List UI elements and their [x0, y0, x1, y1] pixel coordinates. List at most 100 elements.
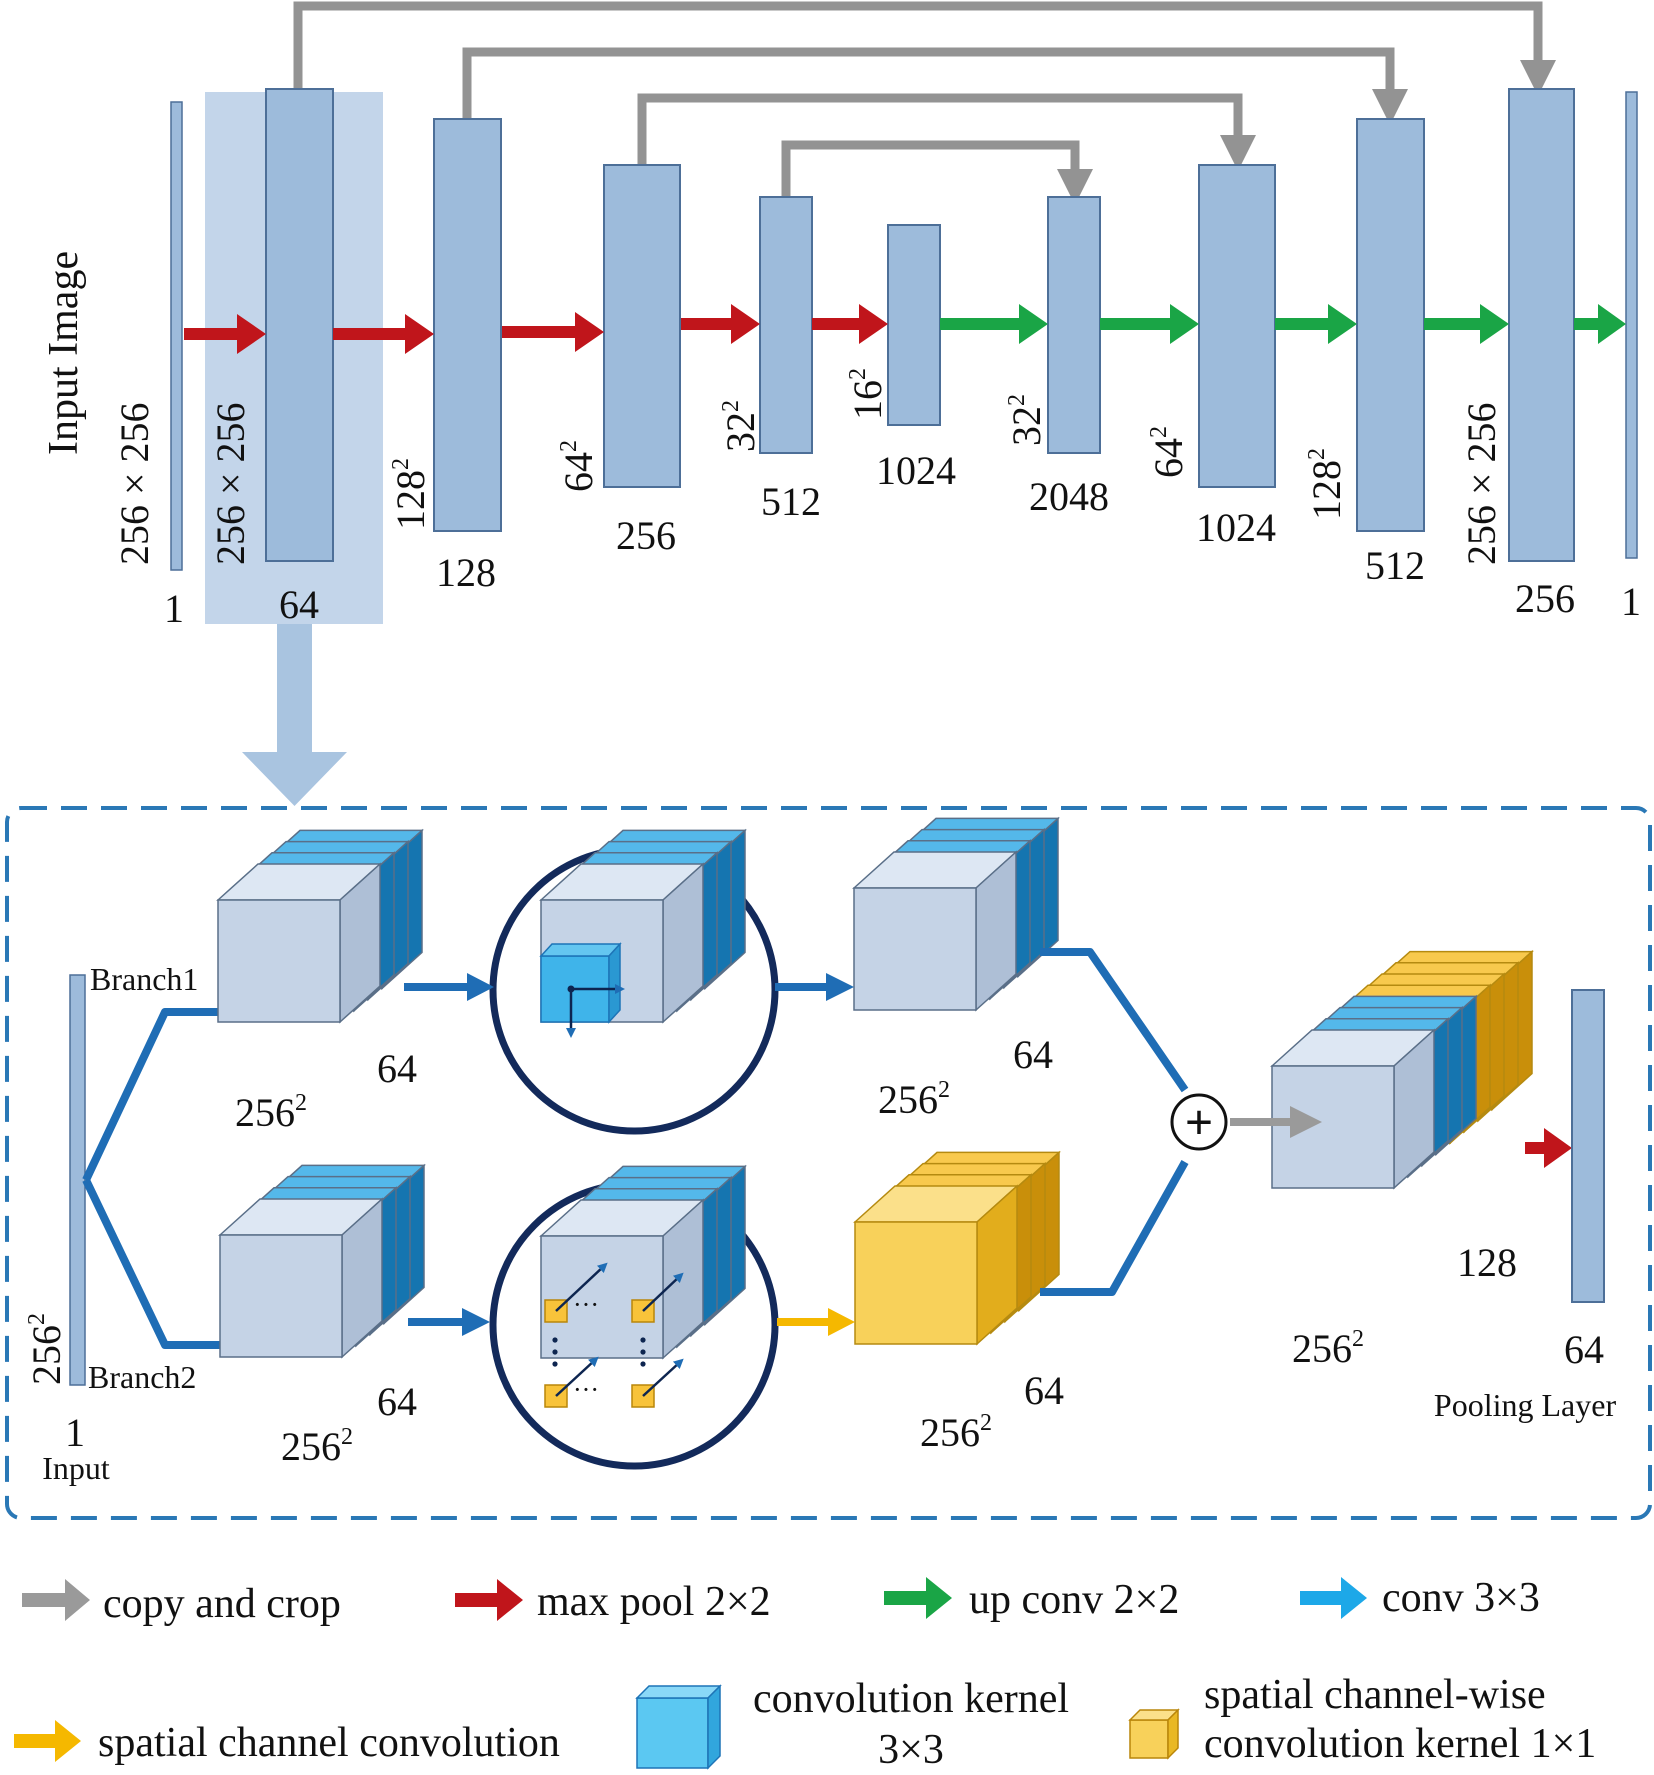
legend-item-spatial-kernel: spatial channel-wise convolution kernel … [1128, 1672, 1596, 1767]
channel-label-enc4: 512 [761, 479, 821, 524]
legend-text-max-pool: max pool 2×2 [537, 1579, 771, 1625]
branch2-feature-stack-1 [218, 1163, 426, 1359]
feature-bar-dec2 [1356, 118, 1425, 532]
block-size-b2-2: 2562 [920, 1410, 992, 1455]
spatial-kernel-ray-bl [555, 1356, 599, 1397]
maxpool-arrow-2 [333, 314, 434, 354]
channel-label-input: 1 [164, 586, 184, 631]
skip-connections [293, 1, 1556, 205]
size-label-enc4: 322 [718, 400, 763, 452]
block-size-b2-1: 2562 [281, 1424, 353, 1469]
upconv-arrows [940, 304, 1626, 344]
green-arrow-icon [884, 1577, 952, 1619]
maxpool-arrow-5 [812, 304, 888, 344]
block-channels-out: 128 [1457, 1240, 1517, 1285]
channel-label-bottleneck: 1024 [876, 448, 956, 493]
upconv-arrow-3 [1275, 304, 1357, 344]
legend-text-conv-kernel-size: 3×3 [878, 1727, 944, 1773]
spatial-kernel-ray-tr [642, 1272, 684, 1312]
detail-input-label: Input [42, 1450, 110, 1486]
channel-label-dec1: 256 [1515, 576, 1575, 621]
branch2-yellow-feature-stack [853, 1150, 1061, 1346]
legend-text-up-conv: up conv 2×2 [969, 1577, 1179, 1623]
block-size-b1-2: 2562 [878, 1077, 950, 1122]
block-channels-b1-2: 64 [1013, 1032, 1053, 1077]
size-label-input: 256 × 256 [112, 402, 157, 565]
kernel-cube-top [539, 943, 622, 957]
pooling-bar [1571, 989, 1605, 1303]
maxpool-arrow-4 [681, 304, 760, 344]
spatial-dot-right-1 [640, 1337, 646, 1343]
yellow-arrow-icon [14, 1720, 81, 1762]
detail-arrows [404, 948, 1572, 1336]
stack-layer-front [854, 1221, 978, 1345]
block-channels-b2-2: 64 [1024, 1368, 1064, 1413]
feature-bar-enc1 [265, 88, 334, 562]
channel-label-enc2: 128 [436, 550, 496, 595]
detail-input-size: 2562 [24, 1313, 69, 1385]
spatial-dot-right-2 [640, 1349, 646, 1355]
feature-bar-enc3 [603, 164, 681, 488]
legend-item-max-pool: max pool 2×2 [455, 1579, 771, 1625]
feature-bar-enc2 [433, 118, 502, 532]
yellow-cube-icon-front [1129, 1719, 1169, 1759]
skip-connection-3 [637, 93, 1256, 171]
stack-layer-front [219, 1234, 343, 1358]
maxpool-arrow-3 [502, 312, 604, 352]
feature-bar-input [170, 101, 183, 571]
copy-arrow-to-concat [1230, 1106, 1322, 1138]
stack-layer-front [853, 887, 977, 1011]
channel-label-enc1: 64 [279, 582, 319, 627]
branch1-merge-line [1040, 948, 1189, 1093]
maxpool-arrow-1 [184, 314, 266, 354]
size-label-dec4: 322 [1004, 394, 1049, 446]
branch2-merge-line [1040, 1160, 1189, 1296]
spatial-dot-left-1 [552, 1337, 558, 1343]
detail-input-bar [69, 974, 86, 1386]
gray-arrow-icon [22, 1579, 90, 1621]
skip-connection-2 [462, 47, 1408, 125]
size-label-enc3: 642 [556, 440, 601, 492]
legend-text-spatial-kernel-size: convolution kernel 1×1 [1204, 1721, 1596, 1767]
block-size-b1-1: 2562 [235, 1090, 307, 1135]
legend: copy and crop max pool 2×2 up conv 2×2 c… [14, 1575, 1596, 1773]
spatial-kernel-ray-br [642, 1358, 684, 1397]
legend-item-conv-kernel: convolution kernel 3×3 [635, 1676, 1069, 1773]
block-size-out: 2562 [1292, 1326, 1364, 1371]
branch1-label: Branch1 [90, 961, 198, 997]
feature-bar-dec3 [1198, 164, 1276, 488]
block-channels-b1-1: 64 [377, 1046, 417, 1091]
detail-input-channels: 1 [65, 1410, 85, 1455]
upconv-arrow-4 [1424, 304, 1509, 344]
spatial-dot-left-2 [552, 1349, 558, 1355]
size-label-enc1: 256 × 256 [208, 402, 253, 565]
detail-dashed-border [5, 806, 1652, 1520]
channel-label-output: 1 [1621, 579, 1641, 624]
feature-bar-enc4 [759, 196, 813, 454]
zoom-arrow [242, 624, 347, 806]
branch1-feature-stack-2 [852, 816, 1060, 1012]
input-image-label: Input Image [41, 251, 87, 455]
unet-overview: Input Image 256 × 256 256 × 256 256 × 25… [41, 1, 1641, 806]
upconv-arrow-1 [940, 304, 1048, 344]
channel-label-dec3: 1024 [1196, 505, 1276, 550]
feature-bar-dec1 [1508, 88, 1575, 562]
block-channels-b2-1: 64 [377, 1379, 417, 1424]
feature-bar-output [1625, 91, 1638, 559]
feature-bar-dec4 [1047, 196, 1101, 454]
spatial-conv-circle-stack [539, 1164, 747, 1360]
stack-layer-front [217, 899, 341, 1023]
branch2-line [82, 1178, 220, 1349]
legend-item-copy-crop: copy and crop [22, 1579, 341, 1627]
blue-cube-icon-front [636, 1697, 709, 1769]
branch1-line [82, 1008, 218, 1182]
spatial-dot-left-3 [552, 1361, 558, 1367]
channel-label-enc3: 256 [616, 513, 676, 558]
channel-label-dec4: 2048 [1029, 474, 1109, 519]
size-label-enc2: 1282 [388, 458, 433, 530]
blue-cube-icon-top [635, 1685, 722, 1699]
spatial-kernel-ray-tl [555, 1262, 608, 1312]
blue-cube-icon-side [707, 1684, 721, 1770]
kernel-cube-side [608, 942, 621, 1024]
